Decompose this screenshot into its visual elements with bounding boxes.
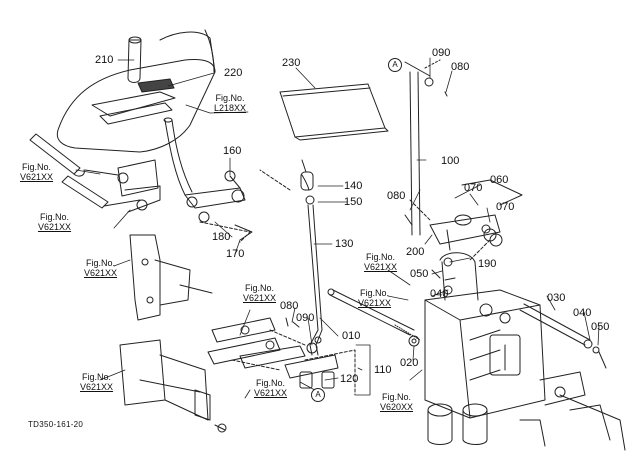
left-bracket bbox=[129, 234, 213, 321]
part-label-080-low: 080 bbox=[280, 300, 299, 312]
part-label-190: 190 bbox=[478, 258, 497, 270]
rod-100 bbox=[404, 59, 448, 236]
part-label-150: 150 bbox=[344, 196, 363, 208]
part-label-030: 030 bbox=[547, 292, 566, 304]
part-label-130: 130 bbox=[335, 238, 354, 250]
lever-knob-210 bbox=[127, 36, 142, 83]
fig-ref-code: V621XX bbox=[364, 262, 398, 272]
part-label-060: 060 bbox=[490, 174, 509, 186]
part-label-050-mid: 050 bbox=[410, 268, 429, 280]
fig-ref-code: L218XX bbox=[214, 103, 247, 113]
part-label-070-a: 070 bbox=[464, 182, 483, 194]
drawing-code: TD350-161-20 bbox=[28, 420, 84, 429]
connection-marker-a-bottom: A bbox=[311, 388, 325, 402]
rod-030 bbox=[519, 303, 607, 369]
fig-ref-v620: Fig.No. V620XX bbox=[380, 392, 413, 412]
part-label-170: 170 bbox=[226, 248, 245, 260]
part-label-100: 100 bbox=[441, 155, 460, 167]
shaft-010 bbox=[327, 288, 421, 341]
fig-ref-v621-c: Fig.No. V621XX bbox=[84, 258, 117, 278]
fig-ref-heading: Fig.No. bbox=[86, 258, 116, 268]
linkage-guide-dashed bbox=[199, 221, 251, 243]
fig-ref-code: V621XX bbox=[80, 382, 114, 392]
rod-130 bbox=[300, 159, 323, 356]
fig-ref-code: V621XX bbox=[358, 298, 392, 308]
fig-ref-v621-d: Fig.No. V621XX bbox=[243, 283, 276, 303]
part-label-230: 230 bbox=[282, 57, 301, 69]
control-valve bbox=[424, 252, 626, 451]
small-parts bbox=[285, 214, 453, 347]
console-cover bbox=[56, 29, 216, 153]
part-label-010: 010 bbox=[342, 330, 361, 342]
fig-ref-code: V620XX bbox=[380, 402, 414, 412]
fig-ref-code: V621XX bbox=[243, 293, 277, 303]
fig-ref-heading: Fig.No. bbox=[22, 162, 52, 172]
fig-ref-v621-f: Fig.No. V621XX bbox=[254, 378, 287, 398]
fig-ref-v621-e: Fig.No. V621XX bbox=[80, 372, 113, 392]
part-label-050-right: 050 bbox=[591, 321, 610, 333]
part-label-200: 200 bbox=[406, 246, 425, 258]
fig-ref-heading: Fig.No. bbox=[215, 93, 245, 103]
fig-ref-heading: Fig.No. bbox=[382, 392, 412, 402]
fig-ref-heading: Fig.No. bbox=[360, 288, 390, 298]
part-label-180: 180 bbox=[212, 231, 231, 243]
fig-ref-code: V621XX bbox=[254, 388, 288, 398]
fig-ref-code: V621XX bbox=[20, 172, 54, 182]
part-label-140: 140 bbox=[344, 180, 363, 192]
mounting-plate bbox=[119, 339, 227, 433]
fig-ref-heading: Fig.No. bbox=[256, 378, 286, 388]
part-label-210: 210 bbox=[95, 54, 114, 66]
part-label-090-top: 090 bbox=[432, 47, 451, 59]
center-plates bbox=[207, 317, 339, 389]
part-label-040-right: 040 bbox=[573, 307, 592, 319]
fig-ref-v621-b: Fig.No. V621XX bbox=[38, 212, 71, 232]
fig-ref-v621-g: Fig.No. V621XX bbox=[364, 252, 397, 272]
part-label-120: 120 bbox=[340, 373, 359, 385]
connection-marker-a-top: A bbox=[388, 58, 402, 72]
part-label-020: 020 bbox=[400, 357, 419, 369]
fig-ref-heading: Fig.No. bbox=[366, 252, 396, 262]
leader-lines bbox=[75, 57, 600, 399]
fig-ref-v621-a: Fig.No. V621XX bbox=[20, 162, 53, 182]
part-label-040-mid: 040 bbox=[430, 288, 449, 300]
fig-ref-v621-h: Fig.No. V621XX bbox=[358, 288, 391, 308]
fig-ref-heading: Fig.No. bbox=[82, 372, 112, 382]
manual-230 bbox=[279, 83, 389, 141]
fig-ref-heading: Fig.No. bbox=[245, 283, 275, 293]
fig-ref-code: V621XX bbox=[38, 222, 72, 232]
label-plate-220 bbox=[137, 78, 175, 93]
part-label-070-b: 070 bbox=[496, 201, 515, 213]
part-label-080-mid: 080 bbox=[387, 190, 406, 202]
fig-ref-heading: Fig.No. bbox=[40, 212, 70, 222]
linkage-assembly bbox=[163, 117, 253, 241]
fig-ref-code: V621XX bbox=[84, 268, 118, 278]
left-grips bbox=[29, 133, 161, 213]
part-label-220: 220 bbox=[224, 67, 243, 79]
linkage-060 bbox=[429, 179, 523, 267]
part-label-080-top: 080 bbox=[451, 61, 470, 73]
part-label-090-low: 090 bbox=[296, 312, 315, 324]
part-label-110: 110 bbox=[374, 364, 392, 376]
fig-ref-l218: Fig.No. L218XX bbox=[214, 93, 246, 113]
part-label-160: 160 bbox=[223, 145, 242, 157]
